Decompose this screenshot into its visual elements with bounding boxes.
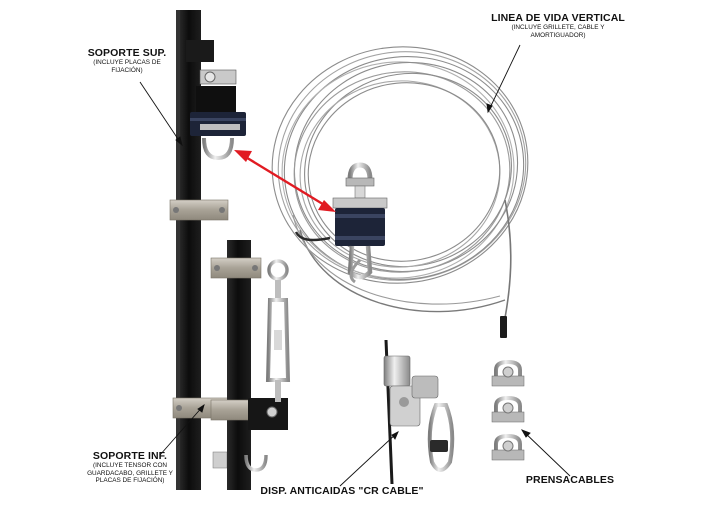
fall-arrester-device	[383, 339, 455, 485]
label-subtitle: (INCLUYE TENSOR CON GUARDACABO, GRILLETE…	[87, 462, 173, 485]
turnbuckle-tensioner	[265, 259, 291, 402]
leader-lines	[139, 44, 571, 487]
label-title: PRENSACABLES	[525, 474, 615, 486]
label-linea-vida: LINEA DE VIDA VERTICAL (INCLUYE GRILLETE…	[478, 12, 638, 39]
lower-support-bar	[210, 240, 288, 490]
label-title: LINEA DE VIDA VERTICAL	[491, 12, 625, 24]
label-soporte-sup: SOPORTE SUP. (INCLUYE PLACAS DE FIJACIÓN…	[78, 47, 176, 74]
label-subtitle: (INCLUYE GRILLETE, CABLE Y AMORTIGUADOR)	[511, 24, 605, 39]
label-prensacables: PRENSACABLES	[525, 474, 615, 486]
label-subtitle: (INCLUYE PLACAS DE FIJACIÓN)	[93, 59, 161, 74]
label-title: SOPORTE INF.	[92, 450, 168, 462]
cable-end-sleeve	[500, 316, 507, 338]
wire-rope-clips	[491, 359, 525, 461]
label-title: DISP. ANTICAIDAS "CR CABLE"	[260, 485, 424, 497]
cable-coil	[271, 46, 529, 319]
shackle-absorber	[294, 162, 388, 284]
label-anticaidas: DISP. ANTICAIDAS "CR CABLE"	[252, 485, 432, 497]
label-title: SOPORTE SUP.	[87, 47, 167, 59]
connection-arrow	[234, 150, 336, 212]
label-soporte-inf: SOPORTE INF. (INCLUYE TENSOR CON GUARDAC…	[74, 450, 186, 485]
